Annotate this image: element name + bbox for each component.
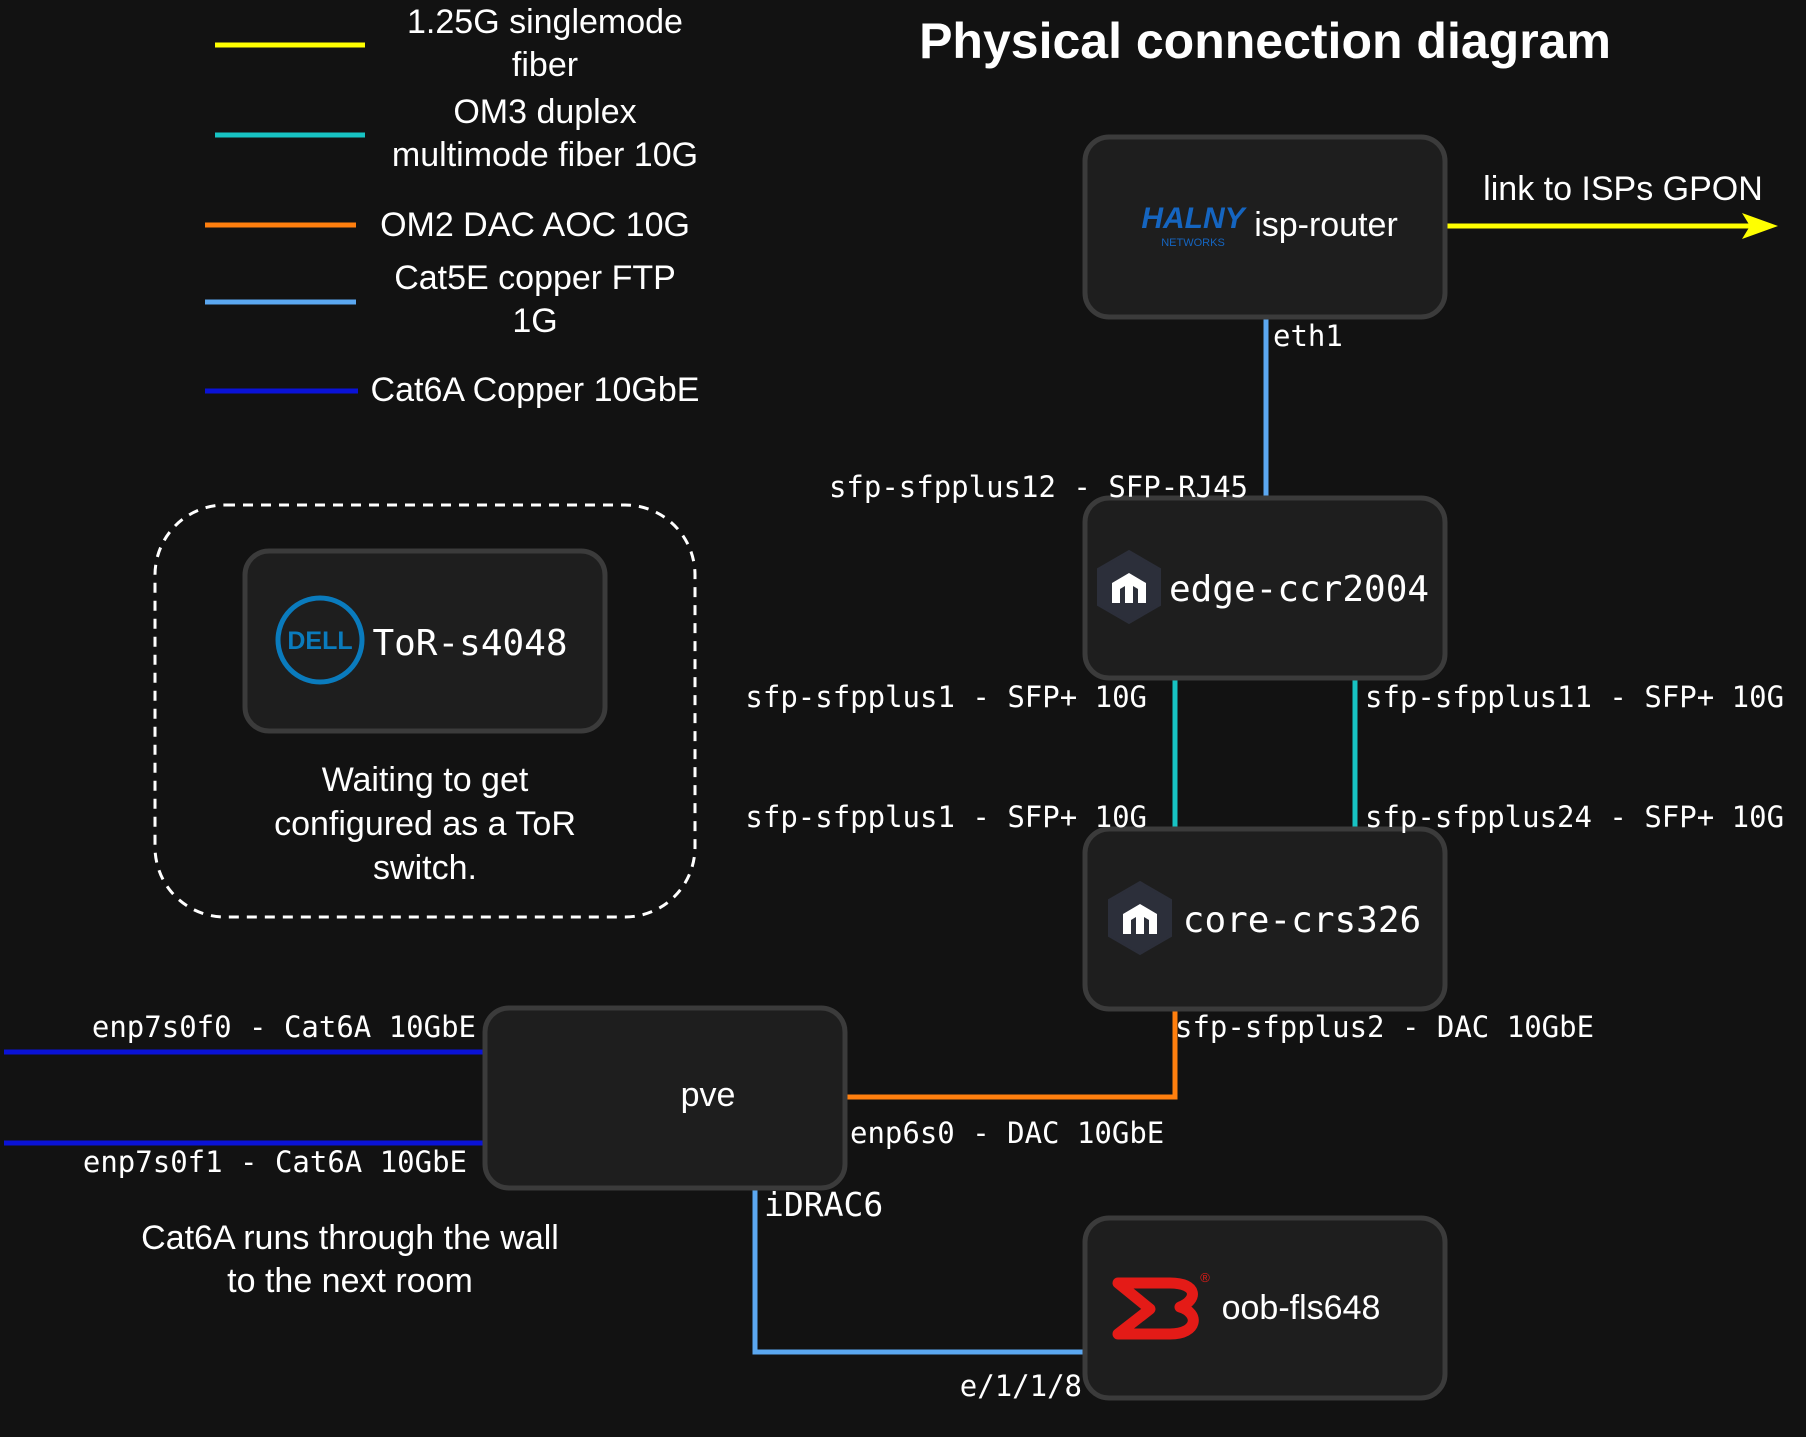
port-label-pve-enp7s0f0: enp7s0f0 - Cat6A 10GbE: [92, 1010, 476, 1044]
port-labels: eth1 sfp-sfpplus12 - SFP-RJ45 sfp-sfpplu…: [83, 319, 1784, 1403]
legend-label-cat6a: Cat6A Copper 10GbE: [371, 371, 700, 409]
mikrotik-icon: [1097, 549, 1161, 625]
connections: [4, 213, 1778, 1355]
legend-label-om3-line1: OM3 duplex: [453, 93, 636, 131]
mikrotik-icon: [1108, 880, 1172, 956]
wall-note-line1: Cat6A runs through the wall: [141, 1219, 559, 1257]
port-label-edge-sfp1: sfp-sfpplus1 - SFP+ 10G: [745, 680, 1147, 714]
port-label-isp-eth1: eth1: [1273, 319, 1343, 353]
node-box: [1082, 134, 1448, 320]
isp-link-label: link to ISPs GPON: [1483, 170, 1763, 208]
brocade-icon: ®: [1112, 1270, 1210, 1340]
tor-note-line1: Waiting to get: [322, 761, 529, 799]
port-label-pve-enp6s0: enp6s0 - DAC 10GbE: [850, 1116, 1164, 1150]
node-label: core-crs326: [1183, 900, 1421, 941]
wall-note-line2: to the next room: [227, 1262, 473, 1300]
connection-core-pve-dac: [846, 1008, 1178, 1100]
arrowhead-isp-gpon: [1742, 213, 1778, 239]
port-label-core-sfp24: sfp-sfpplus24 - SFP+ 10G: [1365, 800, 1784, 834]
node-label: edge-ccr2004: [1169, 569, 1429, 610]
logo-text-dell: DELL: [287, 627, 352, 655]
logo-text-halny: HALNY: [1141, 202, 1247, 235]
node-box: [1082, 1215, 1448, 1401]
halny-networks-logo: HALNY NETWORKS: [1141, 202, 1247, 249]
node-box: [482, 1005, 848, 1191]
legend-label-singlemode-line2: fiber: [512, 46, 578, 84]
node-box: [1082, 495, 1448, 681]
port-label-pve-idrac: iDRAC6: [764, 1185, 883, 1224]
tor-group: DELL ToR-s4048 Waiting to get configured…: [153, 503, 697, 919]
port-label-edge-sfp11: sfp-sfpplus11 - SFP+ 10G: [1365, 680, 1784, 714]
tor-note-line3: switch.: [373, 849, 477, 887]
node-oob-fls648[interactable]: ® oob-fls648: [1082, 1215, 1448, 1401]
node-box: [1082, 826, 1448, 1012]
node-label: oob-fls648: [1222, 1289, 1381, 1327]
node-label: ToR-s4048: [372, 623, 567, 664]
port-label-core-sfp2: sfp-sfpplus2 - DAC 10GbE: [1175, 1010, 1594, 1044]
connection-pve-oob-idrac: [752, 1188, 1085, 1355]
node-label: isp-router: [1254, 206, 1398, 244]
port-label-pve-enp7s0f1: enp7s0f1 - Cat6A 10GbE: [83, 1145, 467, 1179]
logo-text-networks: NETWORKS: [1161, 237, 1225, 249]
tor-note-line2: configured as a ToR: [274, 805, 576, 843]
registered-mark: ®: [1200, 1270, 1210, 1285]
legend-label-om2: OM2 DAC AOC 10G: [380, 206, 690, 244]
legend-label-singlemode-line1: 1.25G singlemode: [407, 3, 683, 41]
node-tor-s4048[interactable]: DELL ToR-s4048: [242, 548, 608, 734]
node-edge-ccr2004[interactable]: edge-ccr2004: [1082, 495, 1448, 681]
dell-icon: DELL: [275, 595, 365, 685]
port-label-core-sfp1: sfp-sfpplus1 - SFP+ 10G: [745, 800, 1147, 834]
port-label-oob: e/1/1/8: [960, 1369, 1082, 1403]
port-label-edge-sfp12: sfp-sfpplus12 - SFP-RJ45: [829, 470, 1248, 504]
node-label: pve: [681, 1076, 736, 1114]
legend-label-cat5e-line1: Cat5E copper FTP: [394, 259, 676, 297]
tor-group-border: [153, 503, 697, 919]
node-box: [242, 548, 608, 734]
legend-label-cat5e-line2: 1G: [512, 302, 557, 340]
legend-label-om3-line2: multimode fiber 10G: [392, 136, 698, 174]
node-isp-router[interactable]: HALNY NETWORKS isp-router: [1082, 134, 1448, 320]
legend: 1.25G singlemode fiber OM3 duplex multim…: [205, 3, 699, 409]
diagram-title: Physical connection diagram: [919, 13, 1611, 69]
node-pve[interactable]: pve: [482, 1005, 848, 1191]
node-core-crs326[interactable]: core-crs326: [1082, 826, 1448, 1012]
